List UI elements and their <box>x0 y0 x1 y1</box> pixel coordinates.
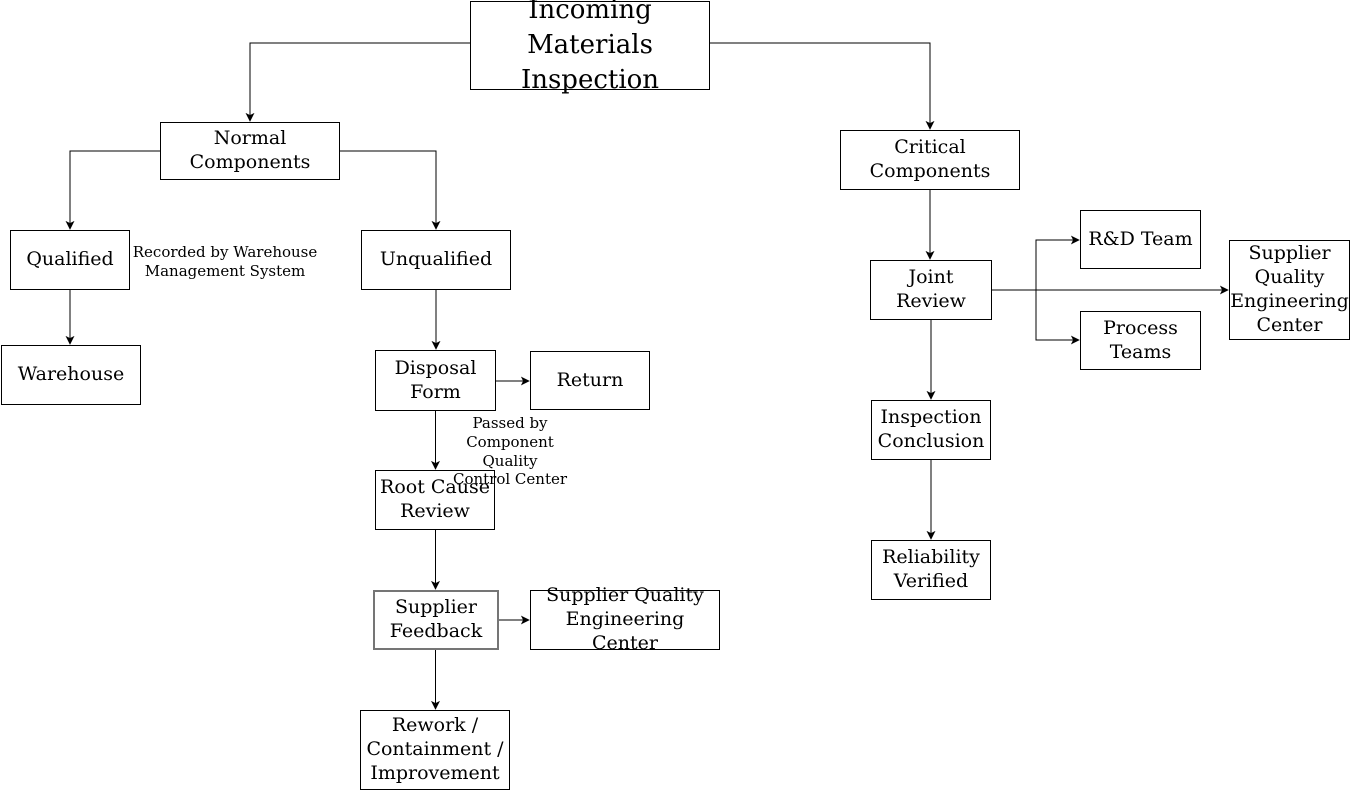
annotation-recorded-by-warehouse-management-system: Recorded by Warehouse Management System <box>132 243 318 280</box>
node-label: Joint Review <box>896 266 966 312</box>
node-disposal-form: Disposal Form <box>375 350 496 411</box>
node-label: Supplier Feedback <box>389 596 483 642</box>
node-label: Supplier Quality Engineering Center <box>546 584 704 654</box>
node-supplier-quality-engineering-center-left: Supplier Quality Engineering Center <box>530 584 720 654</box>
node-label: Rework / Containment / Improvement <box>366 714 504 784</box>
node-incoming-materials-inspection: Incoming Materials Inspection <box>470 0 710 95</box>
node-label: Qualified <box>26 248 114 271</box>
node-rd-team: R&D Team <box>1080 210 1201 269</box>
node-label: Supplier Quality Engineering Center <box>1230 242 1349 336</box>
node-label: Reliability Verified <box>882 546 980 592</box>
node-supplier-quality-engineering-center-right: Supplier Quality Engineering Center <box>1229 240 1350 340</box>
node-reliability-verified: Reliability Verified <box>871 540 991 600</box>
node-unqualified: Unqualified <box>361 230 511 290</box>
node-qualified: Qualified <box>10 230 130 290</box>
edge-normal-to-unqualified <box>340 150 441 230</box>
node-joint-review: Joint Review <box>870 260 992 320</box>
node-label: Inspection Conclusion <box>877 406 985 452</box>
annotation-passed-by-component-quality-control-center: Passed by Component Quality Control Cent… <box>452 414 568 489</box>
node-process-teams: Process Teams <box>1080 311 1201 370</box>
node-label: Process Teams <box>1103 316 1178 363</box>
node-label: R&D Team <box>1088 227 1193 250</box>
edge-incoming-to-critical <box>710 42 935 130</box>
edge-normal-to-qualified <box>65 150 160 230</box>
node-inspection-conclusion: Inspection Conclusion <box>871 400 991 460</box>
node-warehouse: Warehouse <box>1 345 141 405</box>
node-label: Disposal Form <box>394 356 477 403</box>
node-label: Return <box>556 368 624 391</box>
node-label: Incoming Materials Inspection <box>520 0 660 96</box>
node-label: Normal Components <box>189 127 311 173</box>
node-normal-components: Normal Components <box>160 122 340 180</box>
node-return: Return <box>530 351 650 410</box>
node-label: Warehouse <box>17 363 125 386</box>
node-rework-containment-improvement: Rework / Containment / Improvement <box>360 710 510 790</box>
edge-incoming-to-normal <box>245 42 470 122</box>
node-root-cause-review: Root Cause Review <box>375 470 495 530</box>
edge-joint-review-to-rd-team <box>1035 235 1080 290</box>
edge-joint-review-to-process-teams <box>1035 290 1080 345</box>
node-label: Root Cause Review <box>380 476 490 522</box>
node-label: Unqualified <box>379 248 493 271</box>
node-critical-components: Critical Components <box>840 130 1020 190</box>
node-supplier-feedback: Supplier Feedback <box>373 590 499 650</box>
node-label: Critical Components <box>869 136 991 182</box>
